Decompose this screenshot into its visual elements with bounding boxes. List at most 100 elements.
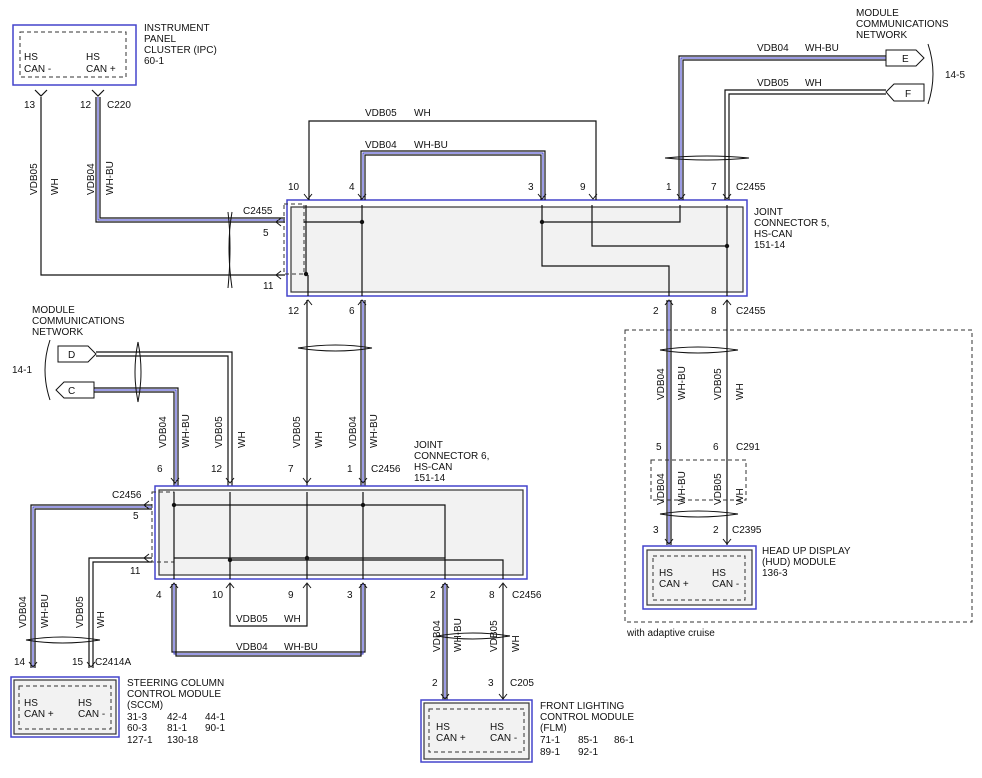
flm-ref-2: 85-1 [578, 735, 598, 746]
jc6-pin-8: 8 [489, 590, 495, 601]
jc5-conn-bottom: C2455 [736, 306, 766, 317]
adaptive-cruise-note: with adaptive cruise [626, 628, 715, 639]
jc6-loop2-whbu: WH-BU [284, 642, 318, 653]
mid-wire-vdb05: VDB05 [292, 416, 303, 448]
conn-c2395: C2395 [732, 525, 762, 536]
jc5-pin-11: 11 [263, 281, 274, 292]
hud-can-minus: CAN - [712, 579, 739, 590]
connector-e [885, 49, 925, 67]
connector-d [57, 345, 97, 363]
jc6-pin-5: 5 [133, 511, 139, 522]
jc5-pin-10: 10 [288, 182, 300, 193]
jc6-pin-6: 6 [157, 464, 163, 475]
jc6-conn-bottom: C2456 [512, 590, 542, 601]
left-wire-wh: WH [237, 431, 248, 448]
hud-name-2: (HUD) MODULE [762, 557, 836, 568]
adaptive-cruise-region [624, 329, 973, 623]
hud-wire1-whbu: WH-BU [677, 366, 688, 400]
mid-wire-whbu: WH-BU [369, 414, 380, 448]
jc5-pin-9: 9 [580, 182, 586, 193]
ipc-ref: 60-1 [144, 56, 164, 67]
hud-wire1-vdb05: VDB05 [713, 368, 724, 400]
jc5-ref: 151-14 [754, 240, 786, 251]
conn-c291: C291 [736, 442, 760, 453]
jc6-pin-1: 1 [347, 464, 353, 475]
sccm-ref-1: 31-3 [127, 712, 147, 723]
sccm-name-2: CONTROL MODULE [127, 689, 221, 700]
flm-ref-3: 86-1 [614, 735, 634, 746]
sccm-ref-5: 81-1 [167, 723, 187, 734]
hud-pin-2: 2 [713, 525, 719, 536]
ipc-wire-vdb05: VDB05 [29, 163, 40, 195]
ipc-can-plus: CAN + [86, 64, 116, 75]
jc6-conn-left: C2456 [112, 490, 142, 501]
net-left-ref: 14-1 [12, 365, 32, 376]
ipc-wire-wh: WH [50, 178, 61, 195]
jc5-name-3: HS-CAN [754, 229, 792, 240]
jc5-name-1: JOINT [754, 207, 783, 218]
jc6-loop2-vdb04: VDB04 [236, 642, 268, 653]
flm-hs-a: HS [436, 722, 450, 733]
jc5-loop2-whbu: WH-BU [414, 140, 448, 151]
net-top-ref: 14-5 [945, 70, 965, 81]
connector-e-label: E [902, 54, 909, 65]
sccm-pin-14: 14 [14, 657, 26, 668]
sccm-name-3: (SCCM) [127, 700, 163, 711]
hud-hs-b: HS [712, 568, 726, 579]
net-left-title-3: NETWORK [32, 327, 83, 338]
hud-can-plus: CAN + [659, 579, 689, 590]
connector-f-label: F [905, 89, 911, 100]
jc6-loop1-vdb05: VDB05 [236, 614, 268, 625]
jc6-name-2: CONNECTOR 6, [414, 451, 489, 462]
sccm-ref-3: 44-1 [205, 712, 225, 723]
flm-can-minus: CAN - [490, 733, 517, 744]
flm-module: HS CAN + HS CAN - [420, 699, 533, 763]
hud-wire1-wh: WH [735, 383, 746, 400]
hud-wire2-whbu: WH-BU [677, 471, 688, 505]
net-top-whbu: WH-BU [805, 43, 839, 54]
sccm-wire-wh: WH [96, 611, 107, 628]
hud-hs-a: HS [659, 568, 673, 579]
flm-pin-2: 2 [432, 678, 438, 689]
net-top-vdb04: VDB04 [757, 43, 789, 54]
conn-c2414a: C2414A [95, 657, 131, 668]
flm-name-2: CONTROL MODULE [540, 712, 634, 723]
jc6-pin-11: 11 [130, 566, 141, 577]
ipc-pin-12: 12 [80, 100, 92, 111]
flm-ref-5: 92-1 [578, 747, 598, 758]
jc5-pin-8: 8 [711, 306, 717, 317]
flm-wire-wh: WH [511, 635, 522, 652]
jc6-pin-4: 4 [156, 590, 162, 601]
net-top-title-2: COMMUNICATIONS [856, 19, 949, 30]
net-top-wh: WH [805, 78, 822, 89]
connector-c-label: C [68, 386, 75, 397]
ipc-wire-vdb04: VDB04 [86, 163, 97, 195]
hud-wire2-wh: WH [735, 488, 746, 505]
ipc-name-1: INSTRUMENT [144, 23, 210, 34]
jc5-conn-left: C2455 [243, 206, 273, 217]
sccm-ref-7: 127-1 [127, 735, 153, 746]
left-wire-vdb05: VDB05 [214, 416, 225, 448]
jc6-loop1-wh: WH [284, 614, 301, 625]
sccm-ref-4: 60-3 [127, 723, 147, 734]
sccm-hs-b: HS [78, 698, 92, 709]
jc6-name-3: HS-CAN [414, 462, 452, 473]
ipc-hs-a: HS [24, 52, 38, 63]
sccm-wire-whbu: WH-BU [40, 594, 51, 628]
jc5-loop2-vdb04: VDB04 [365, 140, 397, 151]
jc5-pin-3: 3 [528, 182, 534, 193]
net-top-title-3: NETWORK [856, 30, 907, 41]
jc5-pin-2: 2 [653, 306, 659, 317]
jc5-loop1-vdb05: VDB05 [365, 108, 397, 119]
sccm-hs-a: HS [24, 698, 38, 709]
hud-wire2-vdb05: VDB05 [713, 473, 724, 505]
left-wire-whbu: WH-BU [181, 414, 192, 448]
jc5-pin-1: 1 [666, 182, 672, 193]
jc6-pin-7: 7 [288, 464, 294, 475]
sccm-can-plus: CAN + [24, 709, 54, 720]
net-top-vdb05: VDB05 [757, 78, 789, 89]
jc5-pin-12: 12 [288, 306, 300, 317]
sccm-can-minus: CAN - [78, 709, 105, 720]
sccm-module: HS CAN + HS CAN - [10, 676, 120, 738]
